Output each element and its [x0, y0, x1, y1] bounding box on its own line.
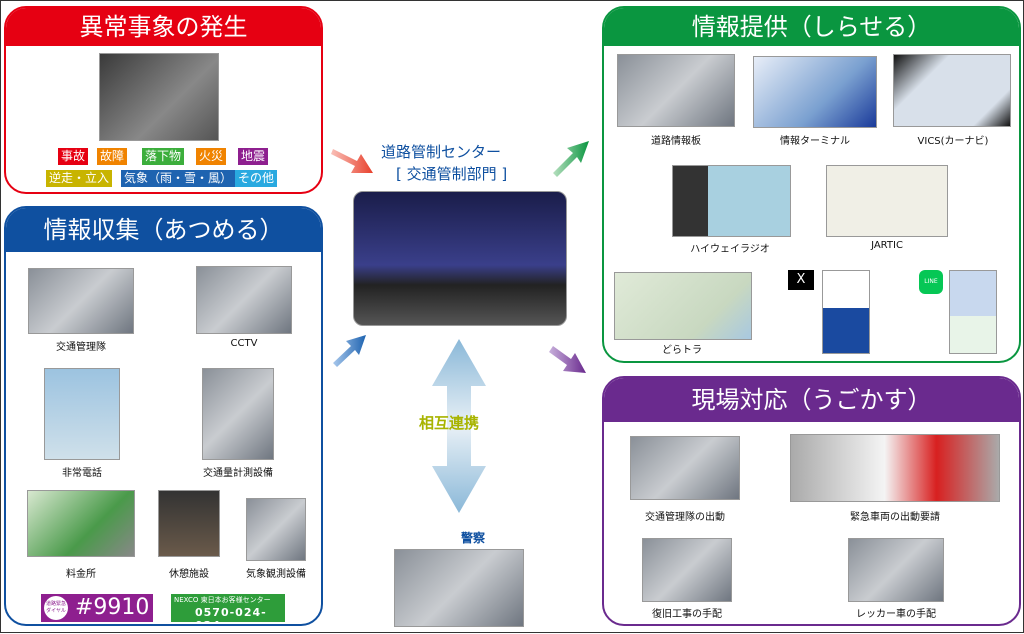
accident-photo — [99, 53, 219, 141]
restoration-work-photo — [642, 538, 732, 602]
caption: VICS(カーナビ) — [917, 136, 989, 147]
provide-title: 情報提供（しらせる） — [604, 8, 1019, 46]
center-subtitle: [ 交通管制部門 ] — [396, 165, 508, 183]
nexco-label: NEXCO 東日本お客様センター — [174, 596, 271, 604]
highway-radio-photo — [672, 165, 791, 237]
incident-type-tag: 火災 — [196, 148, 227, 165]
police-label: 警察 — [461, 531, 486, 545]
x-icon[interactable]: X — [788, 270, 814, 290]
rest-area-photo — [158, 490, 220, 557]
caption: 料金所 — [66, 569, 96, 580]
incident-type-tag: その他 — [235, 170, 278, 187]
line-icon[interactable]: LINE — [919, 270, 943, 294]
caption: JARTIC — [871, 240, 903, 251]
vics-photo — [893, 54, 1011, 127]
control-room-photo — [353, 191, 567, 326]
arrow-incident-to-center — [331, 149, 373, 173]
caption: レッカー車の手配 — [856, 609, 936, 620]
caption: 情報ターミナル — [780, 136, 850, 147]
caption: 交通管理隊の出動 — [645, 512, 725, 523]
caption: 道路情報板 — [651, 136, 701, 147]
traffic-counter-photo — [202, 368, 274, 460]
incident-type-tag: 故障 — [97, 148, 128, 165]
incident-panel: 異常事象の発生 事故故障落下物火災地震逆走・立入気象（雨・雪・風）その他 — [4, 6, 323, 194]
emergency-phone-photo — [44, 368, 120, 460]
emergency-vehicles-photo — [790, 434, 1000, 502]
arrow-center-to-respond — [549, 346, 586, 373]
collect-panel: 情報収集（あつめる） 交通管理隊 CCTV 非常電話 交通量計測設備 料金所 休… — [4, 206, 323, 626]
info-terminal-photo — [753, 56, 877, 128]
incident-type-tag: 気象（雨・雪・風） — [121, 170, 236, 187]
incident-type-tag: 事故 — [58, 148, 89, 165]
center-title: 道路管制センター — [381, 143, 502, 161]
caption: 非常電話 — [62, 468, 102, 479]
line-screen-photo — [949, 270, 997, 354]
caption: 休憩施設 — [169, 569, 209, 580]
tollgate-photo — [27, 490, 135, 557]
caption: CCTV — [230, 338, 258, 349]
dial-9910-banner: 道路緊急ダイヤル #9910 — [41, 594, 153, 622]
weather-station-photo — [246, 498, 306, 561]
caption: 気象観測設備 — [246, 569, 306, 580]
mutual-cooperation-label: 相互連携 — [419, 414, 480, 432]
provide-panel: 情報提供（しらせる） 道路情報板 情報ターミナル VICS(カーナビ) ハイウェ… — [602, 6, 1021, 363]
caption: ハイウェイラジオ — [690, 244, 770, 255]
doratora-photo — [614, 272, 752, 340]
caption: 交通量計測設備 — [203, 468, 273, 479]
arrow-center-to-provide — [553, 141, 589, 177]
incident-type-tag: 地震 — [238, 148, 269, 165]
cctv-photo — [196, 266, 292, 334]
arrow-collect-to-center — [333, 335, 366, 367]
collect-title: 情報収集（あつめる） — [6, 208, 321, 252]
dial-badge: 道路緊急ダイヤル — [44, 596, 68, 620]
tow-truck-photo — [848, 538, 944, 602]
respond-panel: 現場対応（うごかす） 交通管理隊の出動 緊急車両の出動要請 復旧工事の手配 レッ… — [602, 376, 1021, 626]
incident-type-tag: 逆走・立入 — [46, 170, 113, 187]
caption: どらトラ — [662, 345, 702, 356]
caption: 緊急車両の出動要請 — [850, 512, 940, 523]
road-sign-photo — [617, 54, 735, 127]
jartic-photo — [826, 165, 948, 237]
nexco-phone: 0570-024-024 — [195, 606, 267, 626]
x-post-photo — [822, 270, 870, 354]
incident-type-tag: 落下物 — [142, 148, 185, 165]
dial-number: #9910 — [75, 595, 150, 620]
caption: 復旧工事の手配 — [652, 609, 722, 620]
police-photo — [394, 549, 524, 627]
patrol-photo — [28, 268, 134, 334]
patrol-dispatch-photo — [630, 436, 740, 500]
respond-title: 現場対応（うごかす） — [604, 378, 1019, 422]
caption: 交通管理隊 — [56, 342, 106, 353]
nexco-center-banner: NEXCO 東日本お客様センター 0570-024-024 — [171, 594, 285, 624]
incident-title: 異常事象の発生 — [6, 8, 321, 46]
